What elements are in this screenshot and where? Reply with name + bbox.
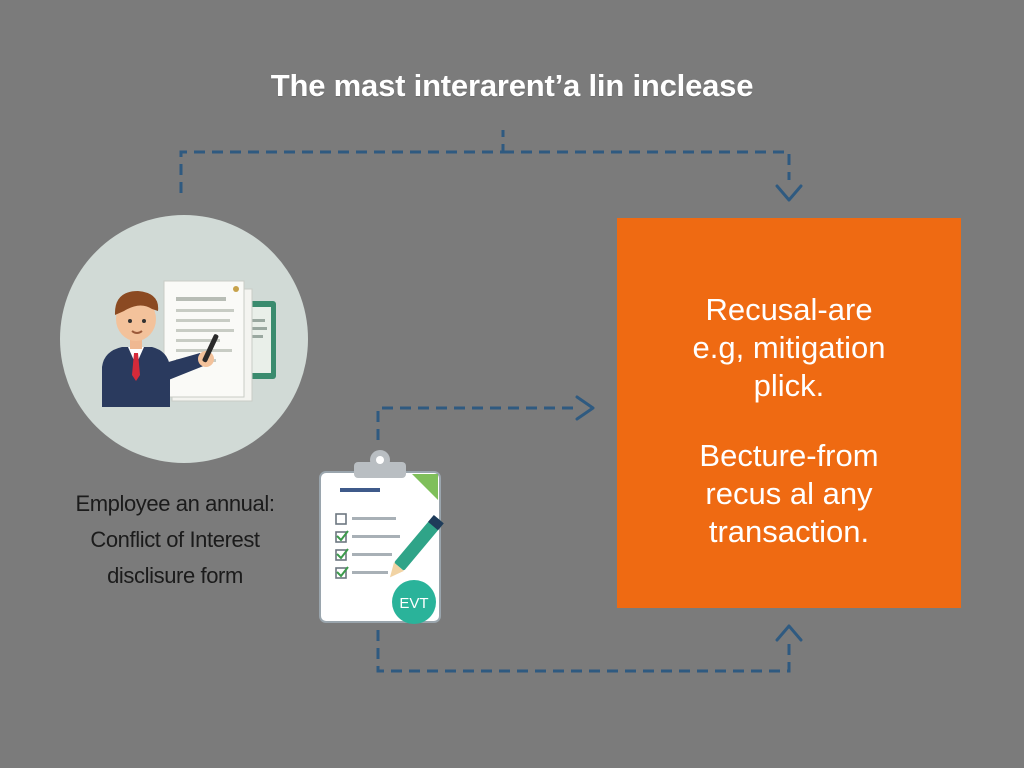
employee-caption: Employee an annual: Conflict of Interest… xyxy=(40,486,310,594)
caption-line: Employee an annual: xyxy=(75,491,275,516)
diagram-title: The mast interarent’a lin inclease xyxy=(270,68,754,103)
recusal-result-box: Recusal-are e.g, mitigation plick. Bectu… xyxy=(617,218,961,608)
disclosure-form-clipboard: EVT xyxy=(318,448,448,633)
arrowhead-right xyxy=(575,395,595,421)
connector-middle xyxy=(376,406,575,440)
clipboard-checklist-icon: EVT xyxy=(319,450,444,624)
caption-line: Conflict of Interest xyxy=(90,527,260,552)
result-text-primary: Recusal-are e.g, mitigation plick. xyxy=(692,292,886,403)
employee-illustration xyxy=(60,215,308,463)
employee-with-document-icon xyxy=(102,280,276,407)
result-text-secondary: Becture-from recus al any transaction. xyxy=(699,438,879,549)
caption-line: disclisure form xyxy=(107,563,243,588)
form-badge: EVT xyxy=(399,595,428,612)
arrowhead-down xyxy=(775,184,803,202)
arrowhead-up xyxy=(775,624,803,642)
connector-bottom xyxy=(376,630,791,673)
connector-top xyxy=(179,130,791,193)
